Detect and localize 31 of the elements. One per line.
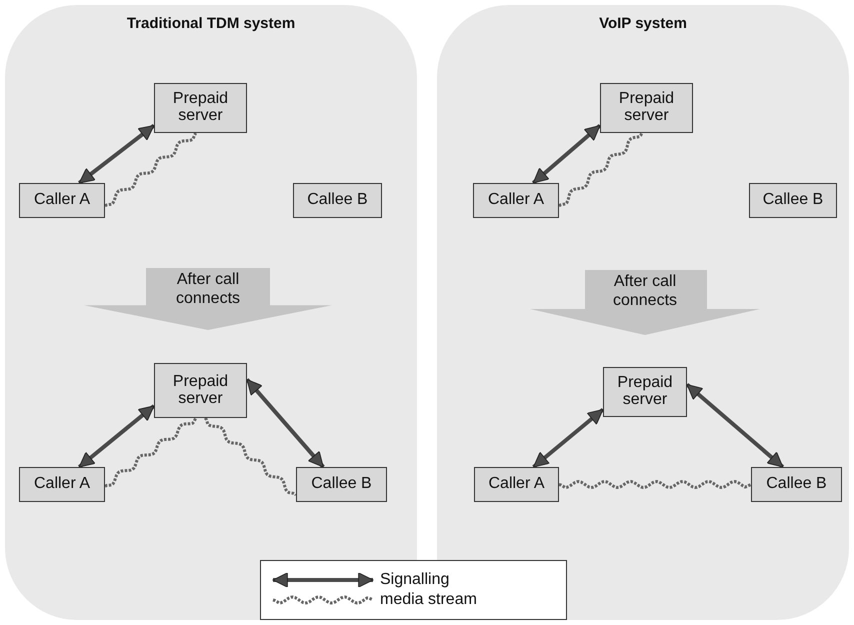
- entity-box: Caller A: [19, 183, 105, 218]
- down-arrow: [84, 268, 332, 330]
- signalling-arrow: [246, 378, 325, 468]
- signalling-arrow: [532, 124, 602, 185]
- arrow-label: After call connects: [174, 270, 242, 308]
- signalling-arrow: [78, 404, 156, 469]
- arrow-label: After call connects: [612, 272, 678, 310]
- entity-box: Caller A: [19, 467, 105, 502]
- media-stream-line: [558, 480, 752, 490]
- media-stream-line: [104, 417, 198, 488]
- entity-box: Callee B: [293, 183, 382, 218]
- entity-box: Caller A: [473, 183, 559, 218]
- entity-box: Prepaid server: [603, 367, 687, 417]
- entity-box: Callee B: [751, 467, 842, 502]
- down-arrow: [530, 270, 760, 335]
- panel-heading: Traditional TDM system: [126, 15, 296, 32]
- entity-box: Callee B: [296, 467, 387, 502]
- signalling-arrow: [686, 382, 784, 469]
- entity-box: Prepaid server: [154, 363, 247, 418]
- legend-label: media stream: [380, 591, 477, 609]
- panel-heading: VoIP system: [599, 15, 687, 32]
- signalling-arrow: [78, 124, 156, 185]
- media-stream-line: [204, 417, 297, 496]
- entity-box: Prepaid server: [600, 83, 693, 133]
- legend-label: Signalling: [380, 571, 450, 589]
- entity-box: Callee B: [749, 183, 837, 218]
- media-stream-line: [104, 132, 198, 208]
- signalling-arrow: [532, 408, 604, 469]
- entity-box: Caller A: [474, 467, 559, 502]
- media-stream-line: [558, 132, 644, 208]
- entity-box: Prepaid server: [154, 83, 247, 133]
